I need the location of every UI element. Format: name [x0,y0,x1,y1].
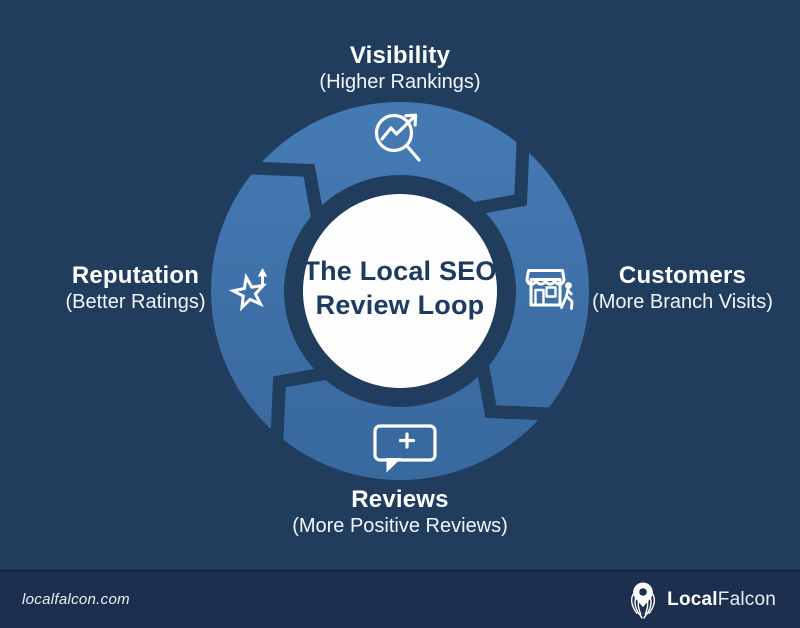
center-circle [303,194,497,388]
footer-bar: localfalcon.com LocalFalcon [0,570,800,628]
node-subtitle: (More Branch Visits) [592,291,773,313]
center-title-line2: Review Loop [315,290,485,320]
node-subtitle: (More Positive Reviews) [292,515,508,537]
storefront-walker-icon [525,269,574,310]
node-label-reputation: Reputation (Better Ratings) [38,262,233,315]
brand-text: LocalFalcon [667,589,776,611]
node-subtitle: (Better Ratings) [65,291,206,313]
loop-chevron-top-left [244,161,326,229]
brand-text-light: Falcon [717,588,776,610]
node-title: Reputation [71,262,200,289]
star-up-arrow-icon [228,268,268,312]
node-subtitle: (Higher Rankings) [319,71,481,93]
node-label-visibility: Visibility (Higher Rankings) [0,42,800,95]
node-label-reviews: Reviews (More Positive Reviews) [0,486,800,539]
review-bubble-plus-icon [373,424,437,473]
loop-chevron-top-right [462,135,530,217]
brand-text-bold: Local [667,588,718,610]
search-trend-icon [374,113,421,162]
loop-ring [211,102,589,480]
loop-chevron-bottom-right [474,353,556,421]
center-title-line1: The Local SEO [303,256,497,286]
localfalcon-falcon-pin-icon [631,582,656,619]
loop-chevron-bottom-left [270,365,338,447]
node-title: Reviews [351,486,449,513]
review-loop-diagram [211,102,589,480]
brand-logo: LocalFalcon [626,580,776,620]
website-text: localfalcon.com [22,591,130,608]
node-label-customers: Customers (More Branch Visits) [585,262,780,315]
node-title: Customers [618,262,747,289]
center-title: The Local SEO Review Loop [290,254,510,322]
node-title: Visibility [349,42,451,69]
